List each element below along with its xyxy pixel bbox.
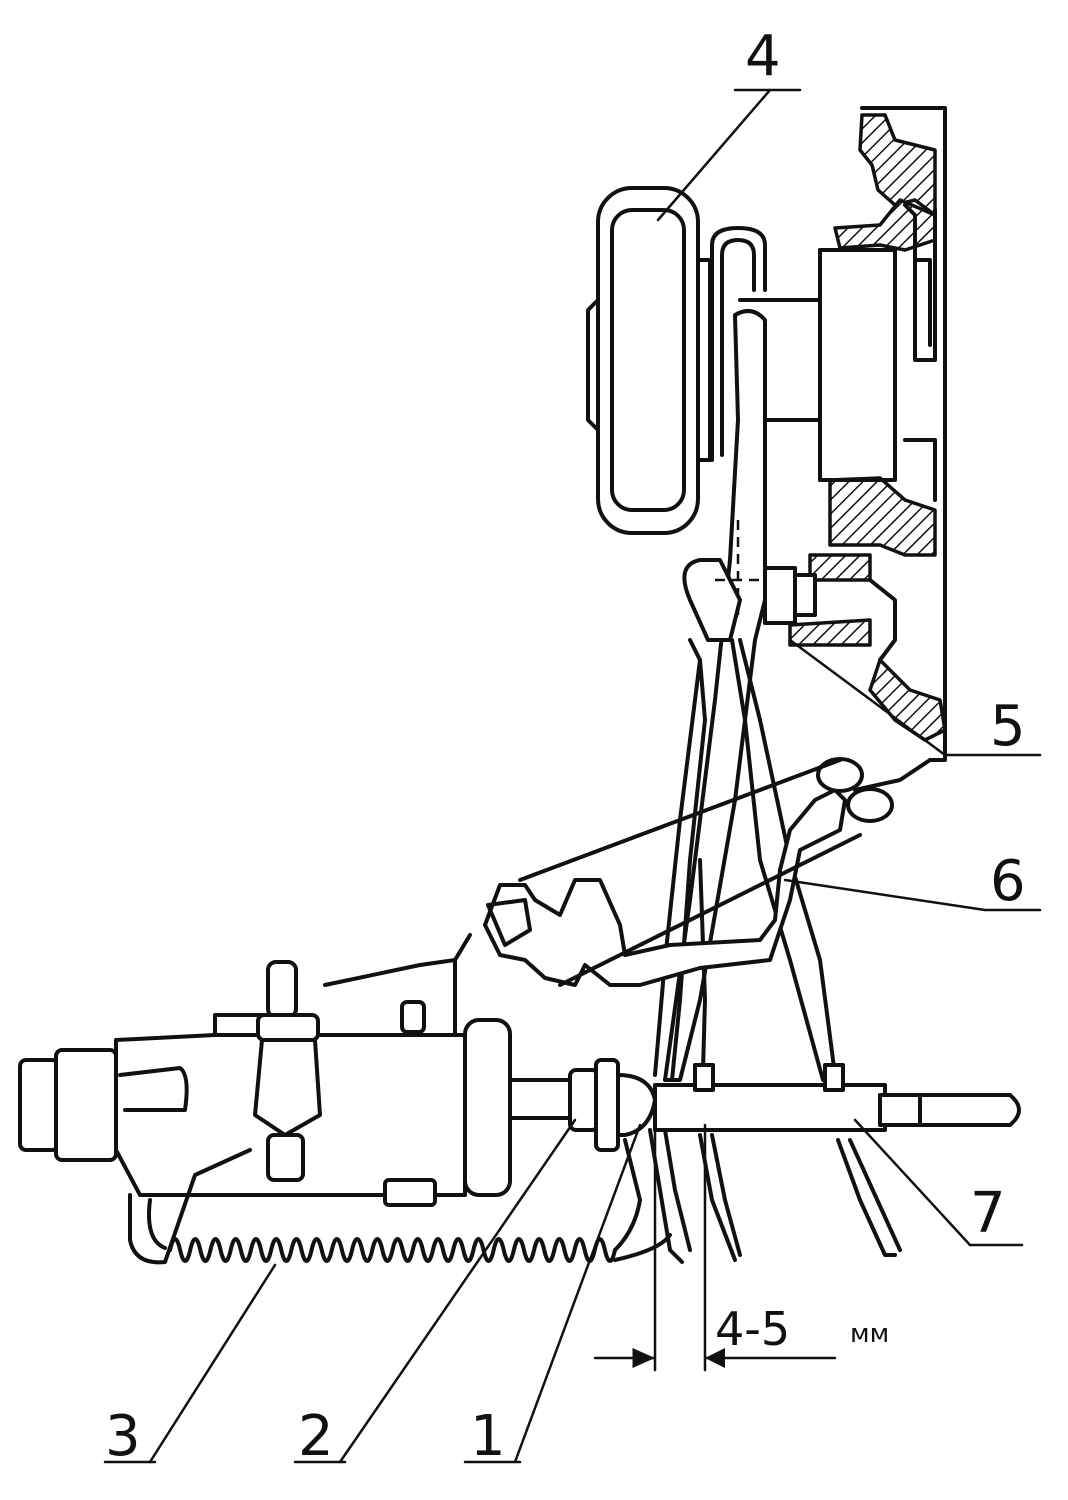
callout-1: 1 xyxy=(470,1404,506,1469)
callout-leaders xyxy=(103,88,1042,1464)
release-bearing xyxy=(586,186,822,535)
dimension-value: 4-5 xyxy=(715,1302,790,1356)
retaining-spring-clip xyxy=(710,226,767,462)
callout-4: 4 xyxy=(745,24,781,89)
callout-5: 5 xyxy=(990,694,1026,759)
callout-6: 6 xyxy=(990,849,1026,914)
callout-7: 7 xyxy=(970,1181,1006,1246)
clutch-housing xyxy=(788,106,947,762)
lower-lever-arms xyxy=(648,1128,902,1264)
slave-cylinder xyxy=(18,933,512,1265)
callout-3: 3 xyxy=(105,1404,141,1469)
clearance-dimension: 4-5 мм xyxy=(593,1123,889,1372)
pushrod xyxy=(508,1058,1021,1152)
dust-boot xyxy=(483,638,932,1082)
dimension-unit: мм xyxy=(850,1319,889,1349)
release-fork xyxy=(663,309,817,1082)
callout-2: 2 xyxy=(298,1404,334,1469)
